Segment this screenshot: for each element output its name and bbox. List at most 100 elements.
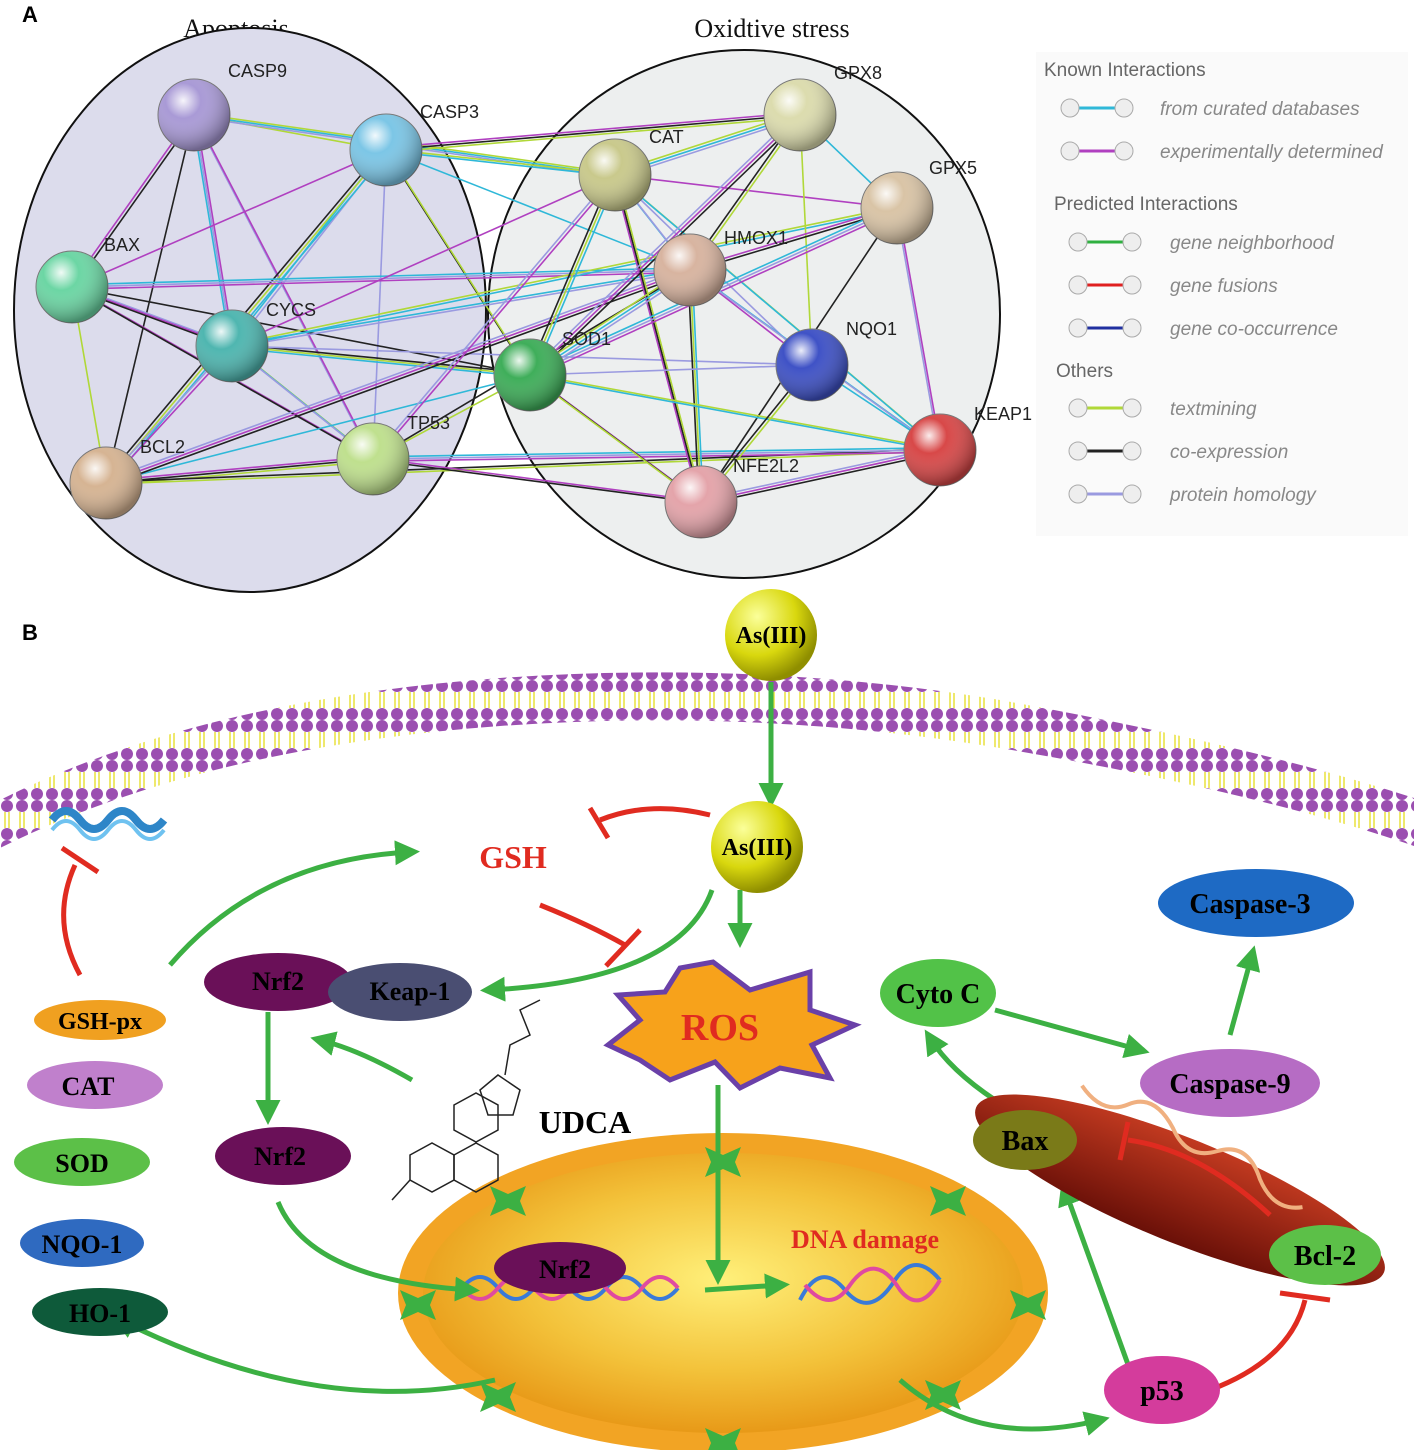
enzyme-sod: SOD	[14, 1138, 150, 1186]
edge-cat-gpx5	[614, 174, 898, 209]
nrf2-complex-label: Nrf2	[252, 967, 304, 996]
gsh-label: GSH	[479, 839, 547, 875]
damaged-dna	[798, 1263, 942, 1305]
edge-bax-hmox1	[69, 267, 688, 286]
svg-text:from curated databases: from curated databases	[1160, 99, 1360, 120]
svg-text:Caspase-9: Caspase-9	[1169, 1069, 1290, 1100]
svg-text:HO-1: HO-1	[69, 1299, 131, 1328]
edge-gpx5-keap1	[897, 208, 942, 452]
cyto-c: Cyto C	[880, 959, 996, 1027]
edge-keap1-nfe2l2	[703, 451, 943, 505]
svg-text:GSH-px: GSH-px	[58, 1009, 142, 1035]
svg-text:Bcl-2: Bcl-2	[1294, 1241, 1356, 1272]
panel-b-label: B	[22, 620, 38, 645]
caspase9: Caspase-9	[1140, 1049, 1320, 1117]
node-nfe2l2[interactable]: NFE2L2	[664, 456, 799, 539]
arrow-nrf2-nucleus	[275, 1201, 480, 1302]
edge-cat-keap1	[615, 175, 942, 452]
edge-casp9-cycs	[193, 114, 233, 347]
node-nqo1[interactable]: NQO1	[775, 319, 897, 402]
legend-item-coexpression: co-expression	[1068, 441, 1288, 463]
edge-casp9-tp53	[194, 115, 375, 461]
bax: Bax	[973, 1110, 1077, 1170]
edge-casp3-bax	[71, 149, 387, 288]
legend-item-textmining: textmining	[1068, 398, 1257, 420]
enzyme-cat: CAT	[27, 1061, 163, 1109]
panel-a-label: A	[22, 2, 38, 27]
arrow-cytoc-casp9	[994, 1007, 1150, 1059]
edge-cycs-sod1	[229, 343, 528, 374]
bcl2: Bcl-2	[1269, 1225, 1381, 1285]
node-bax[interactable]: BAX	[35, 235, 140, 324]
edge-casp9-cycs	[195, 117, 235, 349]
edge-gpx5-keap1	[895, 206, 940, 450]
node-sod1[interactable]: SOD1	[493, 329, 611, 412]
svg-text:Cyto C: Cyto C	[896, 979, 981, 1010]
node-gpx8[interactable]: GPX8	[763, 63, 882, 152]
edge-cat-nfe2l2	[616, 176, 704, 505]
udca-label: UDCA	[539, 1104, 631, 1140]
legend-item-experimental: experimentally determined	[1060, 141, 1384, 163]
node-keap1[interactable]: KEAP1	[903, 404, 1032, 487]
edge-bcl2-hmox1	[103, 267, 689, 482]
enzyme-ho1: HO-1	[32, 1288, 168, 1336]
legend-heading-others: Others	[1056, 361, 1113, 382]
svg-text:p53: p53	[1140, 1376, 1184, 1407]
node-label-nfe2l2: NFE2L2	[733, 456, 799, 476]
edge-casp3-gpx8	[385, 114, 801, 151]
edge-cycs-sod1	[234, 347, 533, 378]
edge-bcl2-tp53	[103, 456, 371, 482]
arrow-bax-cytoc	[924, 1029, 997, 1103]
inhibit-gshpx-channel	[60, 845, 100, 977]
edge-bax-hmox1	[74, 271, 693, 290]
node-casp3[interactable]: CASP3	[349, 102, 479, 187]
inhibit-p53-bcl2	[1209, 1290, 1331, 1393]
edge-tp53-keap1	[375, 451, 943, 462]
arsenic-outside: As(III)	[725, 589, 817, 681]
node-bcl2[interactable]: BCL2	[69, 437, 185, 520]
cell-membrane	[0, 672, 1414, 848]
legend-item-homology: protein homology	[1068, 484, 1317, 506]
legend-item-cooccurrence: gene co-occurrence	[1068, 318, 1338, 340]
node-label-tp53: TP53	[407, 413, 450, 433]
svg-text:NQO-1: NQO-1	[42, 1230, 123, 1259]
edge-casp3-gpx8	[383, 112, 798, 149]
nrf2-keap1-complex: Nrf2 Keap-1	[204, 953, 472, 1021]
edge-casp3-cat	[387, 150, 617, 177]
arrow-casp9-casp3	[1227, 945, 1261, 1036]
node-cat[interactable]: CAT	[578, 127, 684, 212]
legend-heading-known: Known Interactions	[1044, 60, 1206, 81]
node-label-sod1: SOD1	[562, 329, 611, 349]
edge-casp9-cycs	[191, 112, 231, 344]
nucleus	[398, 1133, 1048, 1450]
node-gpx5[interactable]: GPX5	[860, 158, 977, 245]
enzyme-gsh-px: GSH-px	[34, 1000, 166, 1040]
edge-tp53-keap1	[370, 447, 938, 458]
interaction-legend: Known Interactions from curated database…	[1036, 52, 1408, 536]
node-tp53[interactable]: TP53	[336, 413, 450, 496]
node-label-cat: CAT	[649, 127, 684, 147]
svg-text:experimentally determined: experimentally determined	[1160, 142, 1384, 163]
dna-damage-label: DNA damage	[791, 1225, 939, 1254]
svg-text:protein homology: protein homology	[1169, 485, 1317, 506]
legend-item-neighborhood: gene neighborhood	[1068, 232, 1335, 254]
edge-bcl2-hmox1	[105, 269, 691, 484]
node-label-gpx5: GPX5	[929, 158, 977, 178]
node-label-keap1: KEAP1	[974, 404, 1032, 424]
edge-casp3-gpx8	[388, 116, 803, 153]
p53: p53	[1104, 1356, 1220, 1424]
arrow-p53-bax	[1058, 1180, 1133, 1371]
edge-tp53-keap1	[372, 449, 941, 460]
edge-cycs-hmox1	[232, 270, 692, 348]
keap1-label: Keap-1	[370, 977, 451, 1006]
edge-casp3-tp53	[372, 149, 387, 460]
svg-text:As(III): As(III)	[722, 835, 793, 861]
node-hmox1[interactable]: HMOX1	[653, 228, 788, 307]
node-cycs[interactable]: CYCS	[195, 300, 316, 383]
svg-text:SOD: SOD	[55, 1149, 108, 1178]
node-casp9[interactable]: CASP9	[157, 61, 287, 152]
edge-cycs-gpx5	[230, 206, 897, 346]
edge-keap1-nfe2l2	[700, 449, 941, 503]
